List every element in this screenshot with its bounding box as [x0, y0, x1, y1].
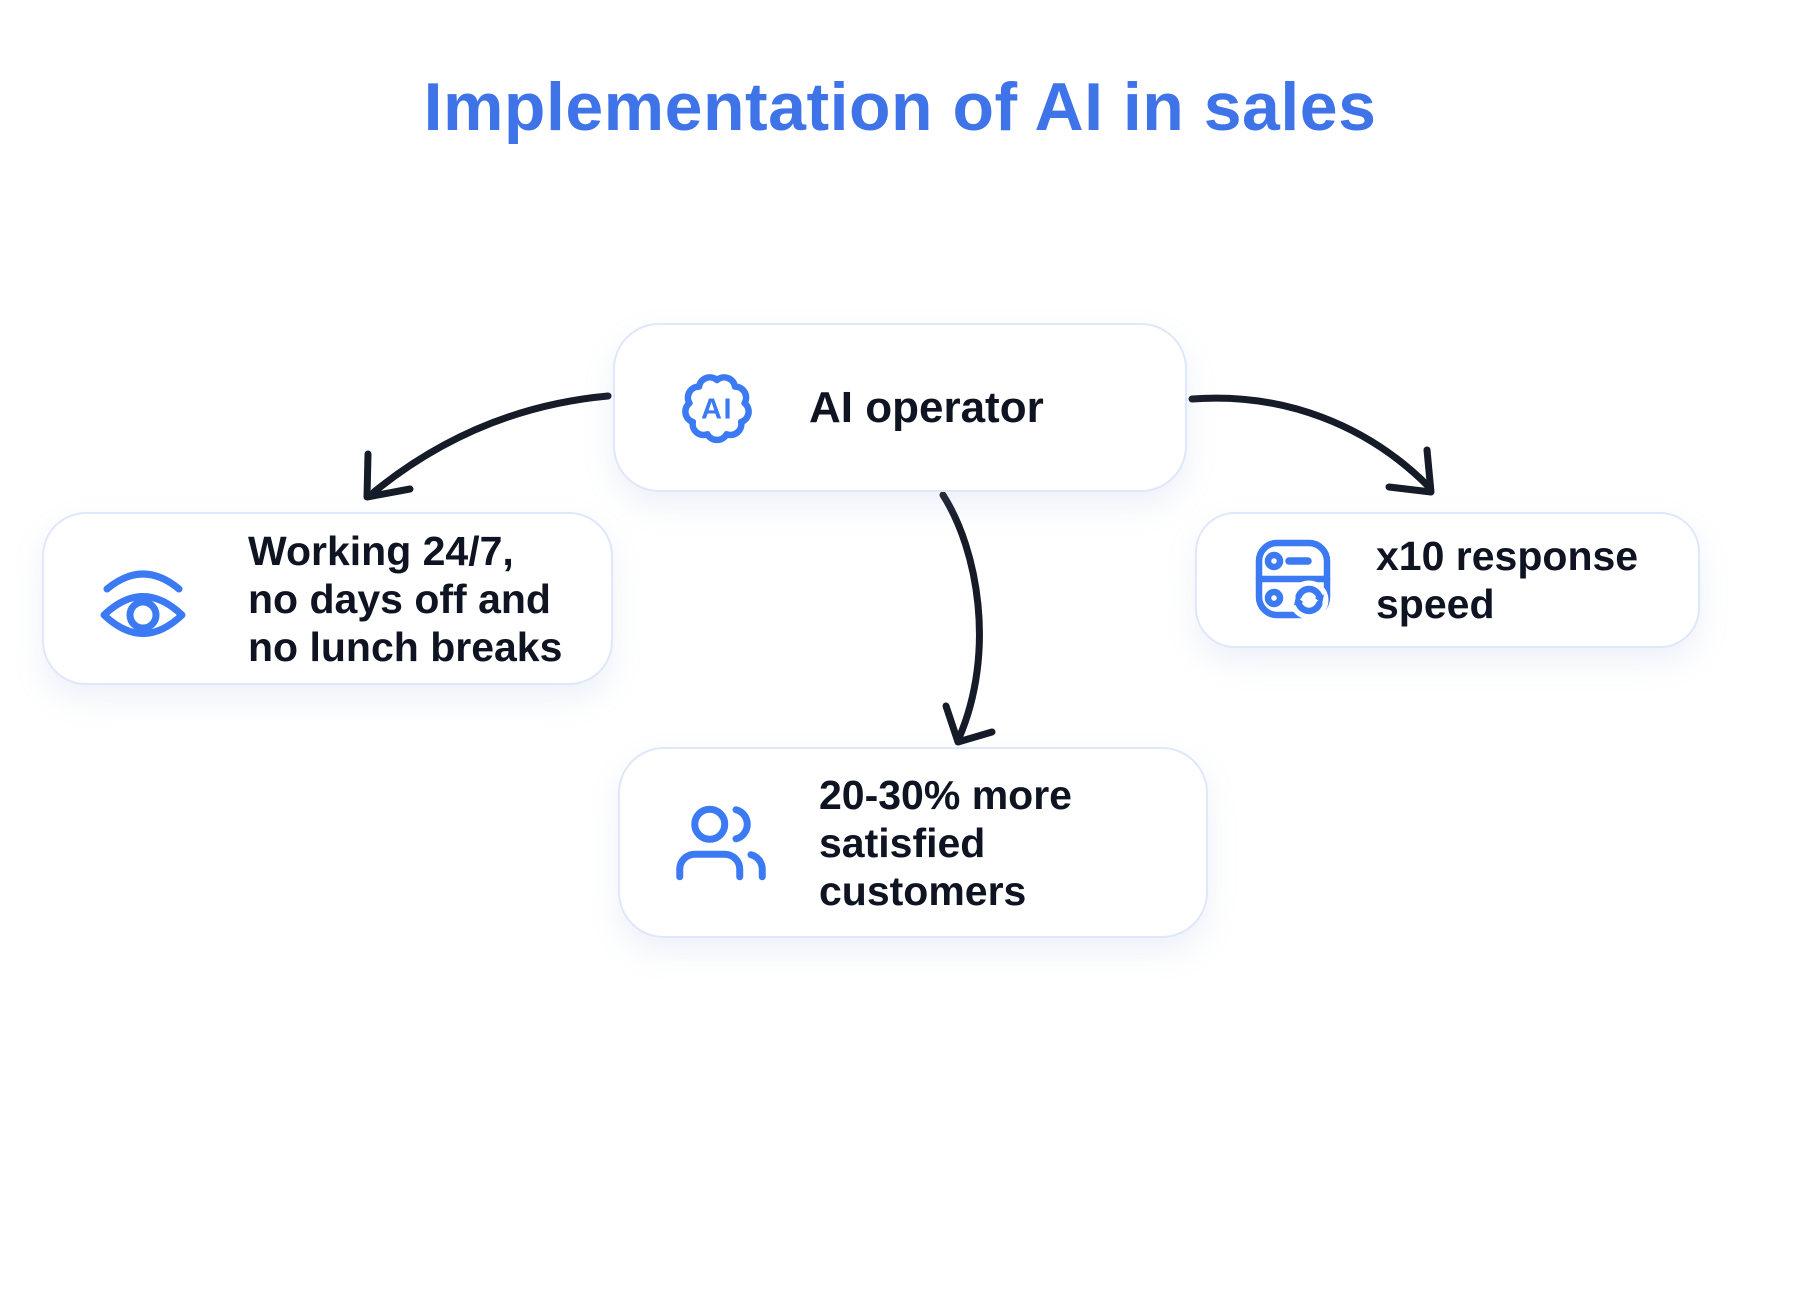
ai-brain-icon: AI [671, 362, 763, 454]
node-text-line: 20-30% more [819, 771, 1072, 818]
node-label: Working 24/7, no days off and no lunch b… [248, 527, 562, 671]
arrow-center-to-bottom [939, 491, 996, 746]
server-sync-icon [1247, 534, 1339, 626]
node-response-speed: x10 response speed [1195, 512, 1700, 648]
node-working-24-7: Working 24/7, no days off and no lunch b… [42, 512, 613, 685]
node-label: x10 response speed [1376, 532, 1638, 628]
eye-icon [96, 552, 190, 646]
node-text-line: speed [1376, 581, 1495, 627]
node-text-line: no days off and [248, 575, 551, 622]
node-text-line: no lunch breaks [248, 623, 563, 670]
node-text-line: customers [819, 867, 1027, 914]
people-icon [676, 798, 766, 888]
node-text-line: satisfied [819, 819, 986, 866]
node-satisfied-customers: 20-30% more satisfied customers [618, 747, 1208, 938]
arrow-center-to-left [363, 392, 612, 501]
ai-icon-label: AI [701, 393, 733, 425]
node-label: 20-30% more satisfied customers [819, 771, 1072, 915]
arrow-center-to-right [1188, 394, 1435, 496]
node-label: AI operator [809, 382, 1044, 432]
node-text-line: x10 response [1376, 533, 1639, 579]
node-text-line: Working 24/7, [248, 527, 514, 574]
diagram-title: Implementation of AI in sales [423, 69, 1377, 145]
node-ai-operator: AI AI operator [613, 323, 1187, 492]
